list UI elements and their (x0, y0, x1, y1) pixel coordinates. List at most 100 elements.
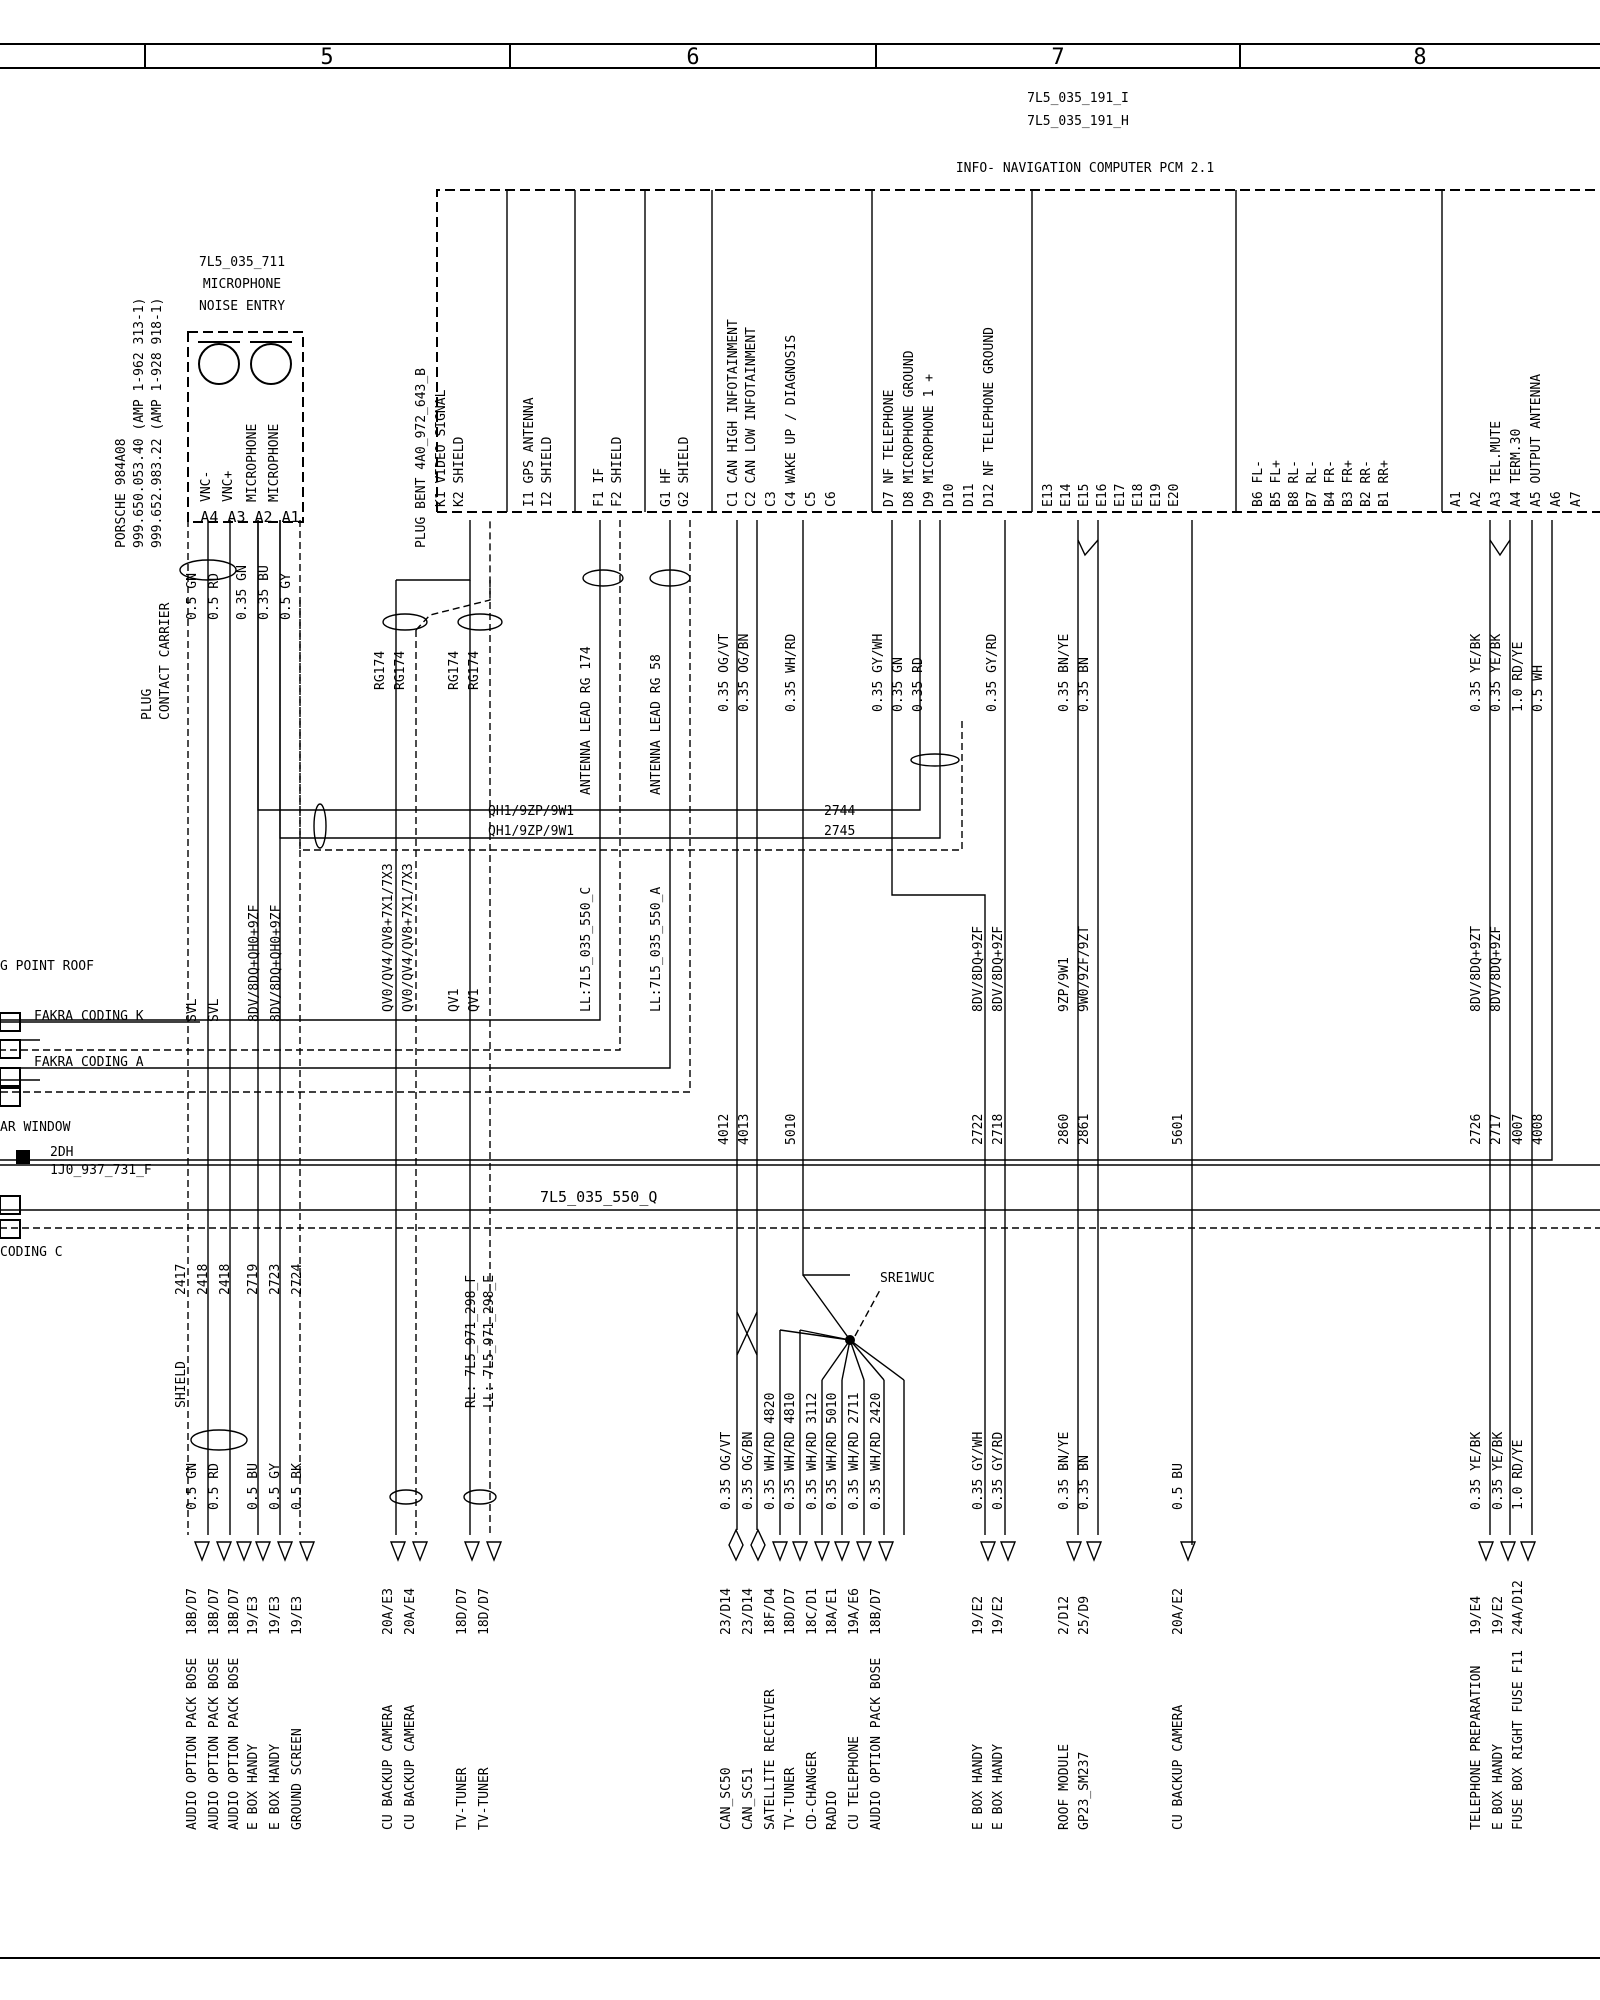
harness-label: QV1 (467, 989, 482, 1012)
pin-label: B3 FR+ (1341, 460, 1356, 507)
wire-label: RG174 (447, 651, 462, 690)
cu-part-number-2: 7L5_035_191_H (1027, 114, 1129, 129)
pin-label: B7 RL- (1305, 460, 1320, 507)
terminal-icon (276, 1541, 294, 1562)
wire-network (0, 520, 1600, 1545)
wire-ref: 19/E3 (268, 1596, 283, 1635)
wire-ref: 18C/D1 (805, 1588, 820, 1635)
circuit-number: 2860 (1057, 1114, 1072, 1145)
wire-label: 0.35 GN (235, 565, 250, 620)
wire-dest: CAN_SC50 (719, 1767, 734, 1830)
harness-label: 8DV/8DQ+QH0+9ZF (247, 904, 262, 1022)
pin-label: C2 CAN LOW INFOTAINMENT (744, 327, 759, 507)
wire-ref: 18D/D7 (455, 1588, 470, 1635)
control-unit-header: 7L5_035_191_I 7L5_035_191_H INFO- NAVIGA… (956, 91, 1214, 176)
wire-dest: AUDIO OPTION PACK BOSE (207, 1658, 222, 1830)
wire-label: 0.5 GN (185, 1463, 200, 1510)
circuit-number: 5601 (1171, 1114, 1186, 1145)
harness-label: QV1 (447, 989, 462, 1012)
wire-dest: CAN_SC51 (741, 1767, 756, 1830)
cu-part-number-1: 7L5_035_191_I (1027, 91, 1129, 106)
plug-info-line-3: 999.652.983.22 (AMP 1-928 918-1) (150, 298, 165, 548)
harness-label: 8DV/8DQ+9ZF (991, 926, 1006, 1012)
rl-label: RL: 7L5_971_298_F (464, 1275, 479, 1408)
wire-label: 0.35 OG/VT (719, 1432, 734, 1510)
pin-label: E13 (1041, 484, 1056, 507)
wire-label: 0.35 OG/VT (717, 634, 732, 712)
wire-label: ANTENNA LEAD RG 58 (649, 654, 664, 795)
wire-dest: E BOX HANDY (971, 1744, 986, 1830)
wire-ref: 23/D14 (719, 1588, 734, 1635)
splice-dot (845, 1335, 855, 1345)
pin-label: E17 (1113, 484, 1128, 507)
pin-label: C5 (804, 491, 819, 507)
terminal-icon (855, 1541, 873, 1562)
terminal-icon (235, 1541, 253, 1562)
wire-label: RG174 (373, 651, 388, 690)
wire-label: 0.35 GY/WH (971, 1432, 986, 1510)
microphone-pin-label: VNC- (199, 471, 214, 502)
left-connectors: G POINT ROOF FAKRA CODING K FAKRA CODING… (0, 959, 935, 1286)
plug-info-line-1: PORSCHE 984A08 (114, 438, 129, 548)
pin-label: D7 NF TELEPHONE (882, 390, 897, 507)
wire-label: 0.5 BU (1171, 1463, 1186, 1510)
wire-dest: CU TELEPHONE (847, 1736, 862, 1830)
terminal-icon (254, 1541, 272, 1562)
harness-label: QV0/QV4/QV8+7X1/7X3 (401, 863, 416, 1012)
connector-2dh: 2DH (50, 1145, 73, 1160)
wire-ref: 18B/D7 (869, 1588, 884, 1635)
wire-label: 0.35 WH/RD 4820 (763, 1393, 778, 1510)
wire-label: 0.35 WH/RD (784, 634, 799, 712)
wire-dest: FUSE BOX RIGHT FUSE F11 (1511, 1650, 1526, 1830)
harness-label: QH1/9ZP/9W1 (488, 824, 574, 839)
microphone-pin-label: MICROPHONE (267, 424, 282, 502)
pin-label: E14 (1059, 483, 1074, 507)
wire-label: 0.5 BU (246, 1463, 261, 1510)
pin-label: A7 (1569, 491, 1584, 507)
wire-dest: SATELLITE RECEIVER (763, 1689, 778, 1830)
wire-label: 0.35 YE/BK (1469, 634, 1484, 712)
rear-window-label: AR WINDOW (0, 1120, 71, 1135)
wire-dest: E BOX HANDY (1491, 1744, 1506, 1830)
harness-label: 8DV/8DQ+9ZF (971, 926, 986, 1012)
wire-dest: CU BACKUP CAMERA (381, 1705, 396, 1830)
circuit-number: 4008 (1531, 1114, 1546, 1145)
wire-dest: CU BACKUP CAMERA (403, 1705, 418, 1830)
circuit-number: 2717 (1489, 1114, 1504, 1145)
wire-ref: 19/E2 (1491, 1596, 1506, 1635)
wire-ref: 19/E3 (246, 1596, 261, 1635)
microphone-name-1: MICROPHONE (203, 277, 281, 292)
wire-ref: 18B/D7 (207, 1588, 222, 1635)
control-unit-box (436, 189, 1600, 513)
microphone-capsule-icon (198, 343, 240, 385)
pin-label: D12 NF TELEPHONE GROUND (982, 327, 997, 507)
zone-5: 5 (320, 45, 333, 70)
wire-label: 0.35 BU (257, 565, 272, 620)
wire-label: 0.35 BN (1077, 1455, 1092, 1510)
wire-ref: 24A/D12 (1511, 1580, 1526, 1635)
wire-label: 0.35 GY/RD (985, 634, 1000, 712)
pin-label: A2 (1469, 491, 1484, 507)
harness-label: 9W0/9ZF/9ZT (1077, 926, 1092, 1012)
circuit-number: 2719 (246, 1264, 261, 1295)
microphone-pin-row: A4 A3 A2 A1 (200, 508, 299, 526)
wire-dest: GP23_SM237 (1077, 1752, 1092, 1830)
wire-label: 0.35 BN/YE (1057, 634, 1072, 712)
wire-label: 0.35 BN/YE (1057, 1432, 1072, 1510)
wire-ref: 23/D14 (741, 1588, 756, 1635)
circuit-number: 2418 (218, 1264, 233, 1295)
harness-label: LL:7L5_035_550_A (649, 887, 664, 1012)
